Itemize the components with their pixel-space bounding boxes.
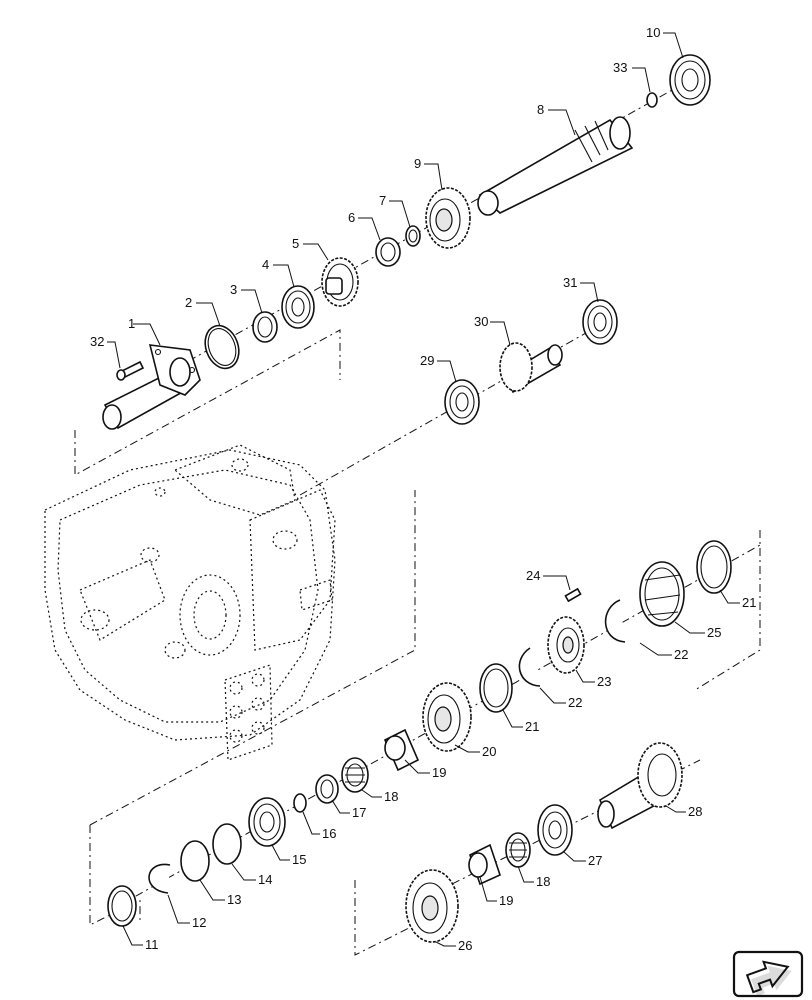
part-5-gear xyxy=(321,257,359,307)
part-20-gear xyxy=(422,682,472,752)
callout-3: 3 xyxy=(230,282,237,297)
part-28-gear-shaft xyxy=(597,742,683,830)
part-32-bolt xyxy=(116,360,145,381)
part-25-synchro-sleeve xyxy=(639,561,685,627)
part-19-bushing-upper xyxy=(383,728,420,772)
callout-6: 6 xyxy=(348,210,355,225)
callout-21-upper: 21 xyxy=(742,595,756,610)
callout-18-lower: 18 xyxy=(536,874,550,889)
part-29-bearing xyxy=(444,379,480,425)
part-7-snap-ring xyxy=(405,225,421,247)
part-16-snap-ring xyxy=(293,793,307,813)
part-30-gear-shaft xyxy=(499,342,563,394)
callout-22-upper: 22 xyxy=(674,647,688,662)
part-4-bearing xyxy=(281,285,315,329)
callout-5: 5 xyxy=(292,236,299,251)
part-11-ring xyxy=(107,885,137,927)
part-21-ring-lower xyxy=(479,663,513,713)
part-12-clip xyxy=(148,863,171,894)
part-22-clip-upper xyxy=(604,599,626,643)
part-8-shaft xyxy=(477,116,634,216)
callout-21-lower: 21 xyxy=(525,719,539,734)
part-15-bearing xyxy=(248,797,286,847)
callout-18-upper: 18 xyxy=(384,789,398,804)
callout-25: 25 xyxy=(707,625,721,640)
callout-1: 1 xyxy=(128,316,135,331)
part-21-ring-upper xyxy=(696,540,732,594)
callout-31: 31 xyxy=(563,275,577,290)
callout-29: 29 xyxy=(420,353,434,368)
callout-16: 16 xyxy=(322,826,336,841)
part-31-bearing xyxy=(582,299,618,345)
callout-33: 33 xyxy=(613,60,627,75)
assembly-center-lines xyxy=(74,79,761,956)
part-23-gear xyxy=(547,616,585,674)
callout-11: 11 xyxy=(145,937,159,952)
callout-20: 20 xyxy=(482,744,496,759)
callout-28: 28 xyxy=(688,804,702,819)
callout-15: 15 xyxy=(292,852,306,867)
part-6-spacer xyxy=(375,237,401,267)
part-14-ring xyxy=(212,823,242,865)
part-18-needle-bearing-lower xyxy=(505,832,531,868)
callout-7: 7 xyxy=(379,193,386,208)
part-24-pin xyxy=(564,587,582,603)
callout-leaders xyxy=(107,32,740,947)
callout-14: 14 xyxy=(258,872,272,887)
callout-4: 4 xyxy=(262,257,269,272)
part-22-clip-lower xyxy=(518,647,541,687)
part-27-bearing xyxy=(537,804,573,856)
part-17-spacer xyxy=(315,774,339,804)
callout-12: 12 xyxy=(192,915,206,930)
callout-27: 27 xyxy=(588,853,602,868)
part-18-needle-bearing-upper xyxy=(341,757,369,793)
callout-24: 24 xyxy=(526,568,540,583)
callout-9: 9 xyxy=(414,156,421,171)
callout-22-lower: 22 xyxy=(568,695,582,710)
callout-30: 30 xyxy=(474,314,488,329)
part-3-seal xyxy=(252,311,278,343)
callout-2: 2 xyxy=(185,295,192,310)
part-1-sleeve xyxy=(102,344,201,430)
part-10-bearing xyxy=(669,54,711,106)
callout-17: 17 xyxy=(352,805,366,820)
transmission-housing xyxy=(44,444,336,761)
callout-19-lower: 19 xyxy=(499,893,513,908)
callout-19-upper: 19 xyxy=(432,765,446,780)
callout-labels: 1 2 3 4 5 6 7 8 9 10 33 32 29 30 31 24 2… xyxy=(90,25,756,953)
callout-10: 10 xyxy=(646,25,660,40)
part-26-gear xyxy=(405,869,459,943)
part-13-ring xyxy=(180,840,210,882)
callout-26: 26 xyxy=(458,938,472,953)
callout-23: 23 xyxy=(597,674,611,689)
part-2-o-ring xyxy=(204,324,240,370)
callout-32: 32 xyxy=(90,334,104,349)
part-33-snap-ring xyxy=(646,92,658,108)
callout-8: 8 xyxy=(537,102,544,117)
part-19-bushing-lower xyxy=(468,843,501,886)
part-9-gear xyxy=(425,187,471,249)
navigation-arrow-icon[interactable] xyxy=(732,950,804,998)
callout-13: 13 xyxy=(227,892,241,907)
